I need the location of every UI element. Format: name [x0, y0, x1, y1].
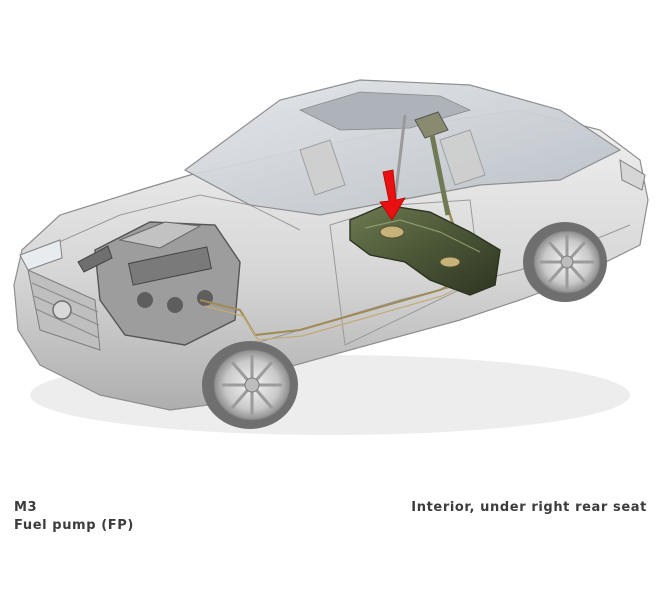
front-wheel-icon	[202, 341, 298, 429]
seats-icon	[299, 129, 486, 196]
rear-wheel-icon	[523, 222, 607, 302]
component-location: Interior, under right rear seat	[411, 500, 647, 515]
filler-neck-icon	[414, 111, 451, 216]
red-pointer-arrow-icon	[379, 169, 406, 221]
component-code: M3	[14, 500, 38, 515]
fuel-tank-icon	[349, 204, 501, 296]
vehicle-cutaway-illustration	[13, 79, 649, 435]
component-name: Fuel pump (FP)	[14, 518, 134, 533]
